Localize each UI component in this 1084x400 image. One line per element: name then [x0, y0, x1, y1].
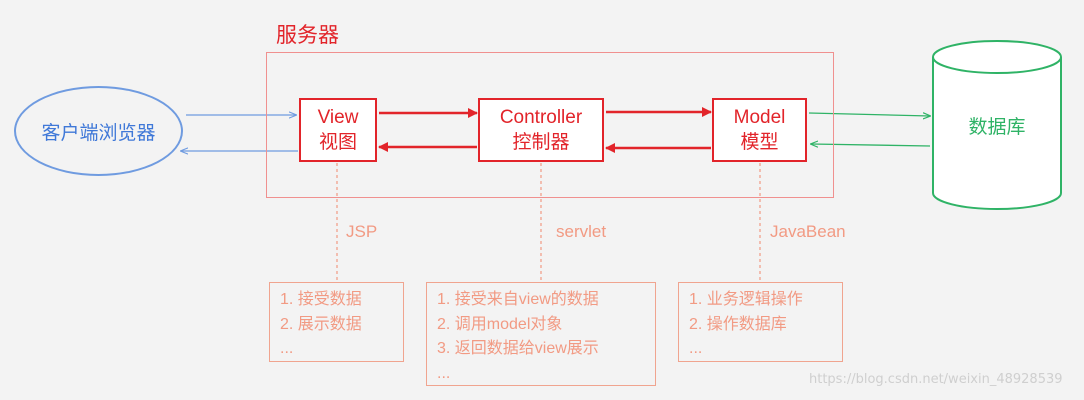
- database-cylinder: [932, 40, 1062, 210]
- model-to-database-arrow: [808, 113, 930, 116]
- note-line: 3. 返回数据给view展示: [437, 340, 599, 357]
- model-node: Model 模型: [712, 98, 807, 162]
- note-line: 1. 业务逻辑操作: [689, 291, 803, 308]
- view-note: 1. 接受数据 2. 展示数据 ...: [269, 282, 404, 362]
- view-title: View: [317, 107, 359, 128]
- watermark-text: https://blog.csdn.net/weixin_48928539: [809, 372, 1063, 387]
- database-to-model-arrow: [811, 144, 931, 146]
- note-line: ...: [280, 340, 294, 357]
- model-title: Model: [733, 107, 786, 128]
- database-label: 数据库: [968, 116, 1026, 138]
- controller-title: Controller: [499, 107, 583, 128]
- view-node: View 视图: [299, 98, 377, 162]
- note-line: ...: [437, 364, 451, 382]
- server-label: 服务器: [276, 23, 339, 47]
- controller-tech-label: servlet: [556, 222, 607, 241]
- note-line: 1. 接受来自view的数据: [437, 291, 599, 308]
- note-line: 2. 调用model对象: [437, 315, 563, 333]
- controller-note: 1. 接受来自view的数据 2. 调用model对象 3. 返回数据给view…: [426, 282, 656, 386]
- model-subtitle: 模型: [740, 132, 779, 153]
- controller-subtitle: 控制器: [512, 132, 570, 153]
- client-browser-label: 客户端浏览器: [41, 121, 156, 144]
- note-line: 2. 操作数据库: [689, 315, 787, 333]
- view-tech-label: JSP: [346, 222, 378, 241]
- model-tech-label: JavaBean: [770, 222, 846, 241]
- server-frame: [266, 52, 834, 198]
- note-line: 2. 展示数据: [280, 315, 362, 333]
- view-subtitle: 视图: [318, 132, 357, 153]
- client-browser-node: 客户端浏览器: [14, 86, 183, 176]
- note-line: 1. 接受数据: [280, 291, 362, 308]
- controller-node: Controller 控制器: [478, 98, 604, 162]
- model-note: 1. 业务逻辑操作 2. 操作数据库 ...: [678, 282, 843, 362]
- note-line: ...: [689, 340, 703, 357]
